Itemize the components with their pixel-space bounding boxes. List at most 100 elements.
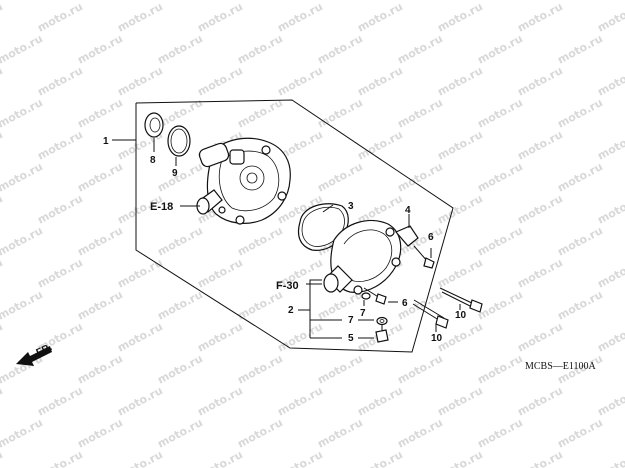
- watermark-text: moto.ru: [515, 384, 565, 419]
- watermark-text: moto.ru: [315, 96, 365, 131]
- watermark-text: moto.ru: [395, 416, 445, 451]
- part-number-labels: 1 2 3 4 5 6 6 7 7 8 9 10 10: [103, 136, 467, 344]
- watermark-text: moto.ru: [395, 160, 445, 195]
- part-5-drain-bolt[interactable]: [375, 325, 389, 343]
- watermark-text: moto.ru: [595, 192, 625, 227]
- watermark-text: moto.ru: [75, 96, 125, 131]
- part-6-bolt-lower[interactable]: [363, 287, 387, 305]
- watermark-text: moto.ru: [355, 448, 405, 468]
- watermark-text: moto.ru: [75, 32, 125, 67]
- watermark-text: moto.ru: [355, 128, 405, 163]
- watermark-text: moto.ru: [35, 0, 85, 35]
- watermark-text: moto.ru: [195, 384, 245, 419]
- part-6-bolt-upper[interactable]: [413, 245, 435, 269]
- watermark-text: moto.ru: [195, 256, 245, 291]
- watermark-text: moto.ru: [0, 96, 45, 131]
- reference-e18[interactable]: E-18: [150, 201, 173, 213]
- watermark-text: moto.ru: [515, 448, 565, 468]
- watermark-text: moto.ru: [355, 64, 405, 99]
- watermark-text: moto.ru: [595, 64, 625, 99]
- watermark-text: moto.ru: [195, 448, 245, 468]
- watermark-text: moto.ru: [475, 288, 525, 323]
- watermark-text: moto.ru: [115, 64, 165, 99]
- watermark-text: moto.ru: [435, 0, 485, 35]
- watermark-text: moto.ru: [0, 192, 5, 227]
- watermark-text: moto.ru: [0, 64, 5, 99]
- part-7-washer-lower[interactable]: [376, 316, 388, 326]
- watermark-text: moto.ru: [275, 448, 325, 468]
- part-10-long-bolt-upper[interactable]: [439, 287, 483, 313]
- watermark-text: moto.ru: [555, 96, 605, 131]
- watermark-text: moto.ru: [0, 224, 45, 259]
- label-part-7-upper: 7: [360, 308, 366, 319]
- watermark-text: moto.ru: [155, 160, 205, 195]
- part-10-long-bolt-lower[interactable]: [412, 299, 449, 329]
- reference-f30[interactable]: F-30: [276, 280, 299, 292]
- watermark-text: moto.ru: [515, 0, 565, 35]
- watermark-text: moto.ru: [155, 416, 205, 451]
- watermark-text: moto.ru: [155, 224, 205, 259]
- watermark-text: moto.ru: [155, 0, 205, 3]
- watermark-text: moto.ru: [475, 0, 525, 3]
- part-1-water-pump-body[interactable]: [196, 137, 291, 225]
- watermark-text: moto.ru: [195, 64, 245, 99]
- watermark-text: moto.ru: [555, 32, 605, 67]
- watermark-text: moto.ru: [475, 160, 525, 195]
- watermark-text: moto.ru: [395, 32, 445, 67]
- part-2-pump-cover[interactable]: [323, 219, 402, 295]
- watermark-text: moto.ru: [355, 384, 405, 419]
- watermark-text: moto.ru: [435, 192, 485, 227]
- watermark-text: moto.ru: [395, 352, 445, 387]
- watermark-text: moto.ru: [115, 320, 165, 355]
- watermark-text: moto.ru: [0, 0, 45, 3]
- label-part-8: 8: [150, 155, 156, 166]
- part-9-o-ring[interactable]: [167, 125, 191, 166]
- watermark-text: moto.ru: [195, 0, 245, 35]
- watermark-text: moto.ru: [0, 0, 5, 35]
- watermark-text: moto.ru: [275, 320, 325, 355]
- watermark-text: moto.ru: [35, 192, 85, 227]
- watermark-text: moto.ru: [515, 64, 565, 99]
- watermark-text: moto.ru: [435, 64, 485, 99]
- watermark-text: moto.ru: [395, 96, 445, 131]
- watermark-text: moto.ru: [315, 352, 365, 387]
- watermark-text: moto.ru: [35, 256, 85, 291]
- watermark-text: moto.ru: [555, 288, 605, 323]
- watermark-text: moto.ru: [555, 224, 605, 259]
- watermark-text: moto.ru: [75, 288, 125, 323]
- watermark-text: moto.ru: [235, 0, 285, 3]
- label-part-6-upper: 6: [428, 232, 434, 243]
- watermark-text: moto.ru: [435, 384, 485, 419]
- watermark-text: moto.ru: [75, 224, 125, 259]
- watermark-text: moto.ru: [35, 128, 85, 163]
- watermark-text: moto.ru: [115, 384, 165, 419]
- watermark-text: moto.ru: [0, 320, 5, 355]
- label-part-6-lower: 6: [402, 298, 408, 309]
- watermark-text: moto.ru: [315, 32, 365, 67]
- part-4-bracket[interactable]: [395, 214, 419, 247]
- watermark-text: moto.ru: [75, 416, 125, 451]
- watermark-text: moto.ru: [555, 160, 605, 195]
- watermark-text: moto.ru: [315, 416, 365, 451]
- watermark-text: moto.ru: [235, 416, 285, 451]
- label-part-10-upper: 10: [455, 310, 467, 321]
- diagram-code: MCBS—E1100A: [525, 361, 597, 372]
- label-part-3: 3: [348, 201, 354, 212]
- watermark-text: moto.ru: [0, 416, 45, 451]
- watermark-text: moto.ru: [595, 0, 625, 35]
- label-part-4: 4: [405, 205, 411, 216]
- watermark-text: moto.ru: [115, 448, 165, 468]
- watermark-text: moto.ru: [475, 416, 525, 451]
- part-8-oil-seal[interactable]: [144, 112, 164, 152]
- label-part-10-lower: 10: [431, 333, 443, 344]
- watermark-text: moto.ru: [595, 384, 625, 419]
- watermark-text: moto.ru: [0, 32, 45, 67]
- watermark-text: moto.ru: [155, 288, 205, 323]
- watermark-text: moto.ru: [155, 352, 205, 387]
- watermark-text: moto.ru: [355, 0, 405, 35]
- watermark-text: moto.ru: [275, 64, 325, 99]
- part-7-washer-upper[interactable]: [361, 292, 371, 300]
- watermark-text: moto.ru: [235, 32, 285, 67]
- label-part-5: 5: [348, 333, 354, 344]
- watermark-text: moto.ru: [395, 0, 445, 3]
